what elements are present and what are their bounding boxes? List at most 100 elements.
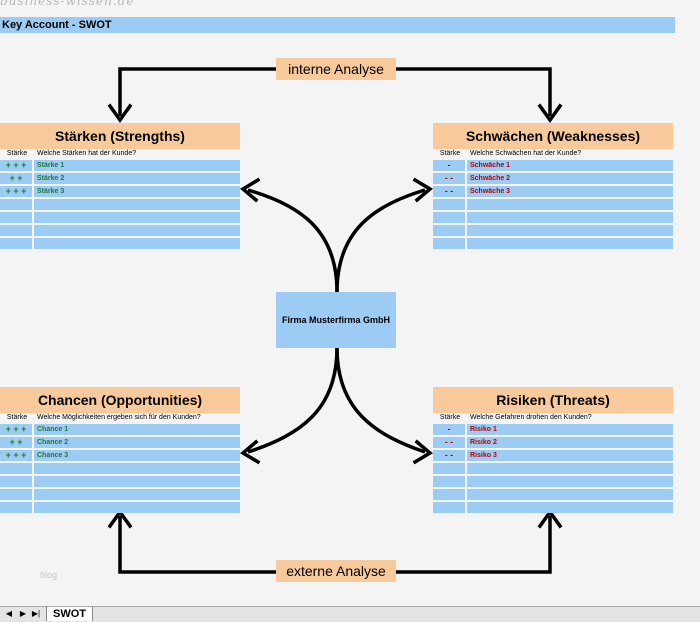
text-cell[interactable] (467, 225, 673, 236)
text-cell[interactable]: Schwäche 2 (467, 173, 673, 184)
rating-cell[interactable]: - - (433, 186, 465, 197)
rating-cell[interactable]: + + + (0, 160, 32, 171)
table-row[interactable]: -Schwäche 1 (433, 159, 673, 172)
table-row[interactable]: - -Risiko 3 (433, 449, 673, 462)
text-cell[interactable] (467, 238, 673, 249)
rating-cell[interactable]: - - (433, 450, 465, 461)
text-cell[interactable] (467, 476, 673, 487)
table-row[interactable]: - -Schwäche 3 (433, 185, 673, 198)
table-row[interactable]: + + +Chance 3 (0, 449, 240, 462)
rating-cell[interactable]: + + (0, 437, 32, 448)
text-cell[interactable]: Risiko 2 (467, 437, 673, 448)
rating-cell[interactable]: + + (0, 173, 32, 184)
rating-cell[interactable]: - (433, 160, 465, 171)
external-analysis-label[interactable]: externe Analyse (276, 560, 396, 582)
text-cell[interactable] (34, 199, 240, 210)
table-row[interactable] (0, 237, 240, 250)
table-row[interactable] (0, 488, 240, 501)
rating-cell[interactable] (0, 225, 32, 236)
rating-cell[interactable] (0, 212, 32, 223)
table-row[interactable] (433, 211, 673, 224)
rating-cell[interactable] (0, 238, 32, 249)
table-row[interactable] (433, 501, 673, 514)
table-row[interactable] (0, 224, 240, 237)
table-row[interactable]: - -Schwäche 2 (433, 172, 673, 185)
sheet-title[interactable]: Key Account - SWOT (0, 17, 675, 33)
rating-cell[interactable] (433, 225, 465, 236)
text-cell[interactable]: Stärke 3 (34, 186, 240, 197)
weaknesses-subheader: Stärke Welche Schwächen hat der Kunde? (433, 149, 673, 159)
text-cell[interactable]: Stärke 2 (34, 173, 240, 184)
table-row[interactable] (433, 237, 673, 250)
table-row[interactable]: + + +Chance 1 (0, 423, 240, 436)
text-cell[interactable]: Schwäche 3 (467, 186, 673, 197)
prev-sheet-icon[interactable]: ◀ (5, 609, 13, 618)
text-cell[interactable] (467, 489, 673, 500)
text-cell[interactable] (34, 225, 240, 236)
rating-cell[interactable] (0, 489, 32, 500)
table-row[interactable] (0, 198, 240, 211)
text-cell[interactable] (34, 238, 240, 249)
table-row[interactable]: + +Chance 2 (0, 436, 240, 449)
table-row[interactable] (0, 211, 240, 224)
text-cell[interactable] (34, 489, 240, 500)
blog-watermark: blog (40, 570, 58, 580)
table-row[interactable] (0, 462, 240, 475)
table-row[interactable] (433, 475, 673, 488)
internal-analysis-label[interactable]: interne Analyse (276, 58, 396, 80)
text-cell[interactable]: Chance 1 (34, 424, 240, 435)
text-cell[interactable]: Risiko 3 (467, 450, 673, 461)
last-sheet-icon[interactable]: ▶| (31, 609, 41, 618)
next-sheet-icon[interactable]: ▶ (19, 609, 27, 618)
rating-cell[interactable] (433, 489, 465, 500)
rating-cell[interactable] (433, 463, 465, 474)
company-box[interactable]: Firma Musterfirma GmbH (276, 292, 396, 348)
text-cell[interactable] (34, 463, 240, 474)
rating-cell[interactable] (433, 502, 465, 513)
weaknesses-title[interactable]: Schwächen (Weaknesses) (433, 123, 673, 149)
table-row[interactable] (0, 501, 240, 514)
text-cell[interactable] (467, 212, 673, 223)
text-cell[interactable] (34, 502, 240, 513)
rating-cell[interactable] (433, 238, 465, 249)
table-row[interactable] (433, 462, 673, 475)
text-cell[interactable]: Risiko 1 (467, 424, 673, 435)
table-row[interactable] (433, 198, 673, 211)
rating-cell[interactable]: + + + (0, 424, 32, 435)
rating-cell[interactable] (433, 212, 465, 223)
text-cell[interactable] (467, 502, 673, 513)
table-row[interactable]: + + +Stärke 1 (0, 159, 240, 172)
table-row[interactable] (433, 488, 673, 501)
rating-cell[interactable] (0, 463, 32, 474)
text-cell[interactable] (467, 463, 673, 474)
rating-cell[interactable]: - - (433, 437, 465, 448)
rating-cell[interactable] (0, 476, 32, 487)
sheet-tab-swot[interactable]: SWOT (46, 607, 93, 621)
table-row[interactable]: -Risiko 1 (433, 423, 673, 436)
weaknesses-col-question: Welche Schwächen hat der Kunde? (470, 150, 582, 157)
text-cell[interactable]: Schwäche 1 (467, 160, 673, 171)
text-cell[interactable] (34, 212, 240, 223)
rating-cell[interactable]: + + + (0, 450, 32, 461)
rating-cell[interactable] (0, 502, 32, 513)
table-row[interactable] (433, 224, 673, 237)
strengths-title[interactable]: Stärken (Strengths) (0, 123, 240, 149)
rating-cell[interactable]: + + + (0, 186, 32, 197)
text-cell[interactable]: Chance 3 (34, 450, 240, 461)
rating-cell[interactable] (433, 199, 465, 210)
text-cell[interactable]: Chance 2 (34, 437, 240, 448)
rating-cell[interactable] (0, 199, 32, 210)
opportunities-title[interactable]: Chancen (Opportunities) (0, 387, 240, 413)
rating-cell[interactable] (433, 476, 465, 487)
rating-cell[interactable]: - (433, 424, 465, 435)
table-row[interactable]: - -Risiko 2 (433, 436, 673, 449)
threats-title[interactable]: Risiken (Threats) (433, 387, 673, 413)
table-row[interactable] (0, 475, 240, 488)
text-cell[interactable] (467, 199, 673, 210)
rating-cell[interactable]: - - (433, 173, 465, 184)
table-row[interactable]: + + +Stärke 3 (0, 185, 240, 198)
text-cell[interactable] (34, 476, 240, 487)
text-cell[interactable]: Stärke 1 (34, 160, 240, 171)
table-row[interactable]: + +Stärke 2 (0, 172, 240, 185)
threats-subheader: Stärke Welche Gefahren drohen den Kunden… (433, 413, 673, 423)
